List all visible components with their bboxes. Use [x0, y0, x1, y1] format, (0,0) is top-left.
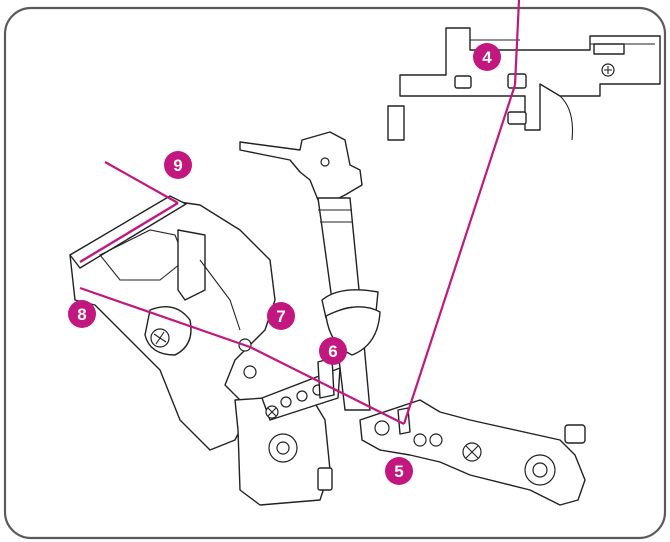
looper-drive-arm [359, 399, 586, 506]
looper-mount-block [234, 357, 341, 506]
thread-segment-4-to-5 [402, 84, 517, 425]
thread-segment-6-to-7 [249, 346, 325, 385]
marker-4-label: 4 [482, 48, 492, 67]
thread-segment-looper-eye [79, 201, 179, 264]
marker-4: 4 [473, 43, 501, 71]
thread-segment-top [513, 0, 521, 86]
thread-path [79, 0, 521, 425]
thread-segment-9-tail [104, 161, 179, 204]
marker-6: 6 [319, 337, 347, 365]
marker-8-label: 8 [77, 305, 86, 324]
upper-thread-guide-bracket [387, 27, 661, 141]
thread-segment-5-to-6 [323, 383, 405, 425]
marker-7-label: 7 [276, 307, 285, 326]
marker-9-label: 9 [173, 156, 182, 175]
thread-segment-7-to-8 [79, 286, 251, 349]
marker-5: 5 [385, 457, 413, 485]
marker-9: 9 [164, 151, 192, 179]
marker-8: 8 [68, 300, 96, 328]
marker-5-label: 5 [394, 462, 403, 481]
marker-6-label: 6 [328, 342, 337, 361]
marker-7: 7 [267, 302, 295, 330]
